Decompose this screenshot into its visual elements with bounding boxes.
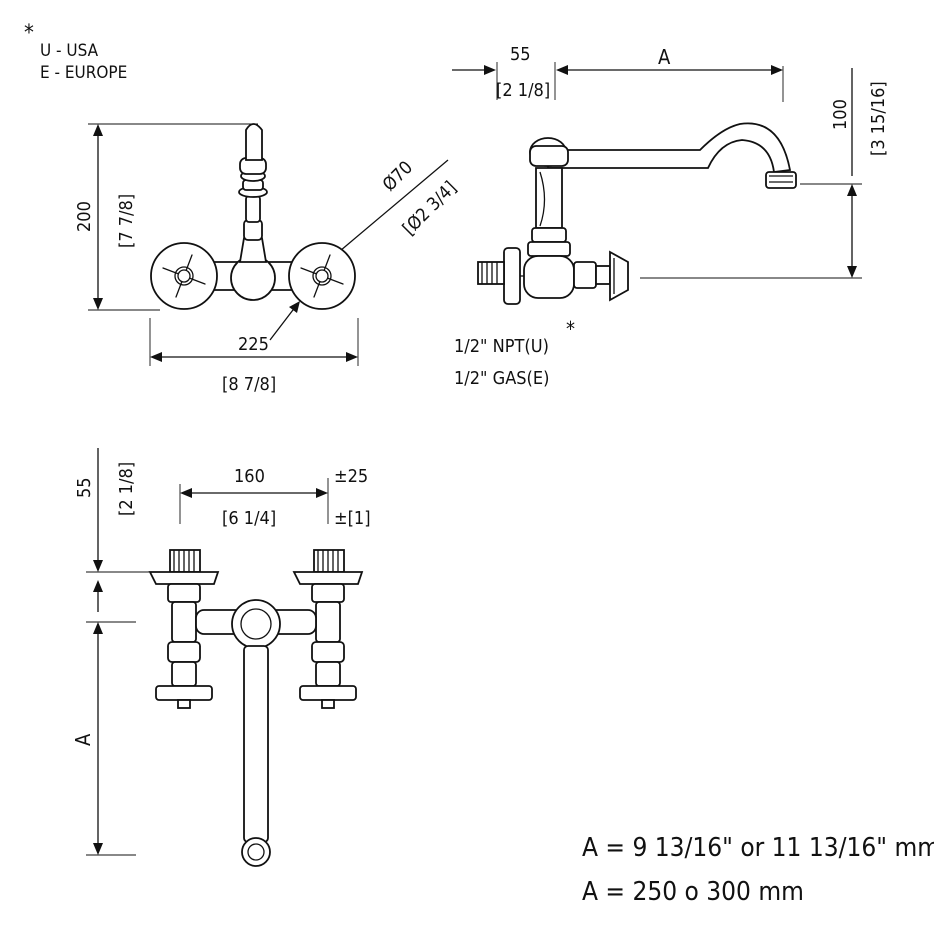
note-a-mm: A = 250 o 300 mm (582, 877, 804, 907)
dim-rosette-in: [Ø2 3/4] (399, 177, 461, 239)
side-view: 55 [2 1/8] A 100 [3 15/16] (452, 44, 889, 389)
aerator-icon (765, 171, 797, 189)
notes: A = 9 13/16" or 11 13/16" mm A = 250 o 3… (582, 833, 934, 907)
legend-usa: U - USA (40, 41, 99, 61)
legend-asterisk: * (24, 21, 34, 46)
thread-usa: 1/2" NPT(U) (454, 336, 549, 357)
side-rosette (503, 247, 521, 305)
thread-asterisk: * (566, 317, 575, 341)
right-handle-icon (300, 254, 344, 298)
front-view: 200 [7 7/8] 225 [8 7/8] Ø70 [Ø2 3/4] (74, 123, 461, 395)
dim-rise-in: [3 15/16] (868, 81, 889, 156)
note-a-inches: A = 9 13/16" or 11 13/16" mm (582, 833, 934, 863)
dim-height-in: [7 7/8] (116, 194, 137, 248)
dim-side-offset-mm: 55 (510, 44, 531, 65)
top-body (231, 599, 281, 649)
left-handle-icon (162, 254, 206, 298)
dim-tolerance-mm: ±25 (334, 466, 368, 487)
dim-side-offset-in: [2 1/8] (496, 80, 550, 101)
dim-top-spout: A (71, 733, 95, 746)
dim-rise-mm: 100 (830, 99, 851, 130)
dim-rosette-mm: Ø70 (379, 157, 417, 195)
dim-centers-mm: 225 (238, 334, 269, 355)
legend-europe: E - EUROPE (40, 63, 127, 83)
spout-tip-icon (241, 837, 271, 867)
dim-top-centers-mm: 160 (234, 466, 265, 487)
front-spout (245, 123, 263, 161)
dim-tolerance-in: ±[1] (334, 508, 371, 529)
top-view: 55 [2 1/8] A 160 [6 1/4] ±25 ±[1] (71, 448, 371, 867)
dim-height-mm: 200 (74, 201, 95, 232)
dim-top-offset-mm: 55 (74, 477, 95, 498)
thread-europe: 1/2" GAS(E) (454, 368, 549, 389)
dim-top-centers-in: [6 1/4] (222, 508, 276, 529)
top-left-valve (148, 549, 220, 709)
side-handle-icon (609, 250, 629, 302)
dim-side-reach: A (658, 45, 671, 69)
legend: * U - USA E - EUROPE (24, 21, 127, 83)
top-spout (243, 645, 269, 843)
dim-top-offset-in: [2 1/8] (116, 462, 137, 516)
side-body (523, 255, 575, 299)
dim-overall-in: [8 7/8] (222, 374, 276, 395)
side-spout (547, 122, 792, 174)
